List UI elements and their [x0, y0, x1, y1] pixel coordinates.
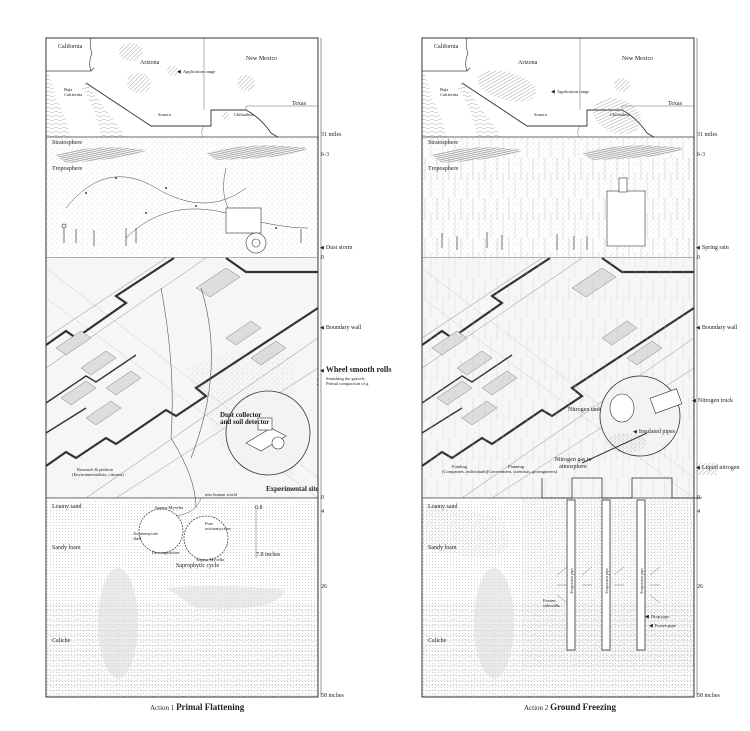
drop-pipe-label: Drop pipe [645, 614, 669, 620]
title-prefix: Action 1 [150, 704, 175, 712]
sandy-loam-label: Sandy loam [52, 545, 81, 551]
title-prefix: Action 2 [524, 704, 549, 712]
scale-mark: 26 [321, 584, 327, 590]
cycle-label: Pure actinomycetes [205, 521, 231, 531]
panel-1-title: Action 1 Primal Flattening [150, 702, 244, 712]
roller-label: Wheel smooth rolls [320, 365, 392, 376]
map-label-baja: Baja California [440, 87, 459, 97]
scale-mark: 58 inches [697, 693, 720, 699]
nitrogen-tank-label: Nitrogen tank [568, 407, 602, 413]
planning-sub-label: (Government, scientists, geoengineers) [487, 469, 558, 474]
cycle-label: Saprus Mycelia [196, 557, 225, 562]
scale-mark: 6-3 [697, 152, 705, 158]
boundary-wall-label: Boundary wall [696, 325, 738, 332]
stratosphere-label: Stratosphere [428, 140, 458, 146]
title-text: Primal Flattening [176, 702, 245, 712]
planning-label: Planning [508, 464, 525, 469]
map-label-texas: Texas [292, 101, 306, 107]
nitrogen-truck-label: Nitrogen truck [692, 398, 733, 405]
freeze-pipe-label: Freeze pipe [649, 623, 676, 629]
application-range-label: Application range [177, 69, 215, 75]
funding-sub-label: (Companies, individuals) [442, 469, 488, 474]
spring-rain-label: Spring rain [696, 245, 729, 252]
sandy-loam-label: Sandy loam [428, 545, 457, 551]
into-human-world-label: into human world [205, 492, 237, 497]
saprophytic-cycle-label: Saprophytic cycle [176, 563, 220, 569]
funding-label: Funding [452, 464, 468, 469]
evaporator-pipe-label: Evaporator pipe [639, 568, 644, 594]
scale-mark: 26 [697, 584, 703, 590]
dust-collector-label: Dust collector and soil detector [220, 411, 270, 426]
panel-2-drawing [420, 36, 717, 699]
freeze-pipes [541, 477, 702, 651]
research-sub-label: (Environmentalists, citizens) [72, 472, 124, 477]
loamy-sand-label: Loamy sand [428, 504, 458, 510]
map-label-baja: Baja California [64, 87, 83, 97]
scale-mark: 0 [697, 495, 700, 501]
nitrogen-tank-drawing [606, 177, 646, 247]
scale-mark: 58 inches [321, 693, 344, 699]
map-label-new-mexico: New Mexico [246, 56, 278, 62]
map-label-chihuahua: Chihuahua [234, 112, 254, 117]
map-label-sonora: Sonora [158, 112, 171, 117]
troposphere-label: Troposphere [52, 166, 83, 172]
cycle-label: Decomposition [152, 550, 180, 555]
map-label-texas: Texas [668, 101, 682, 107]
evaporator-pipe-label: Evaporator pipe [569, 568, 574, 594]
roller-callout: Wheel smooth rolls Smashing the gravels … [320, 365, 392, 386]
caliche-label: Caliche [52, 638, 71, 644]
roller-bullet: Smashing the gravels [326, 376, 392, 381]
stratosphere-label: Stratosphere [52, 140, 82, 146]
insulated-pipes-label: Insulated pipes [633, 429, 675, 436]
loamy-sand-label: Loamy sand [52, 504, 82, 510]
application-range-label: Application range [551, 89, 589, 95]
research-label: Research & petition [77, 467, 113, 472]
liquid-nitrogen-label: Liquid nitrogen [696, 465, 740, 472]
map-label-new-mexico: New Mexico [622, 56, 654, 62]
troposphere-label: Troposphere [428, 166, 459, 172]
evaporator-pipe-label: Evaporator pipe [604, 568, 609, 594]
roller-bullet: Primal compaction of g [326, 381, 392, 386]
panel-1-drawing [44, 36, 323, 699]
nitrogen-gas-label: Nitrogen gas to atmosphere [554, 457, 592, 470]
scale-mark: 0 [321, 255, 324, 261]
map-label-california: California [58, 44, 83, 50]
cycle-label: Saprus Mycelia [155, 505, 184, 510]
scale-mark: 4 [321, 509, 324, 515]
panel-2-title: Action 2 Ground Freezing [524, 702, 616, 712]
title-text: Ground Freezing [550, 702, 616, 712]
map-label-chihuahua: Chihuahua [610, 112, 630, 117]
frozen-sidewalls-label: Frozen sidewalls [543, 598, 560, 608]
caliche-label: Caliche [428, 638, 447, 644]
scale-mark: 0 [697, 255, 700, 261]
cycle-label: Actinomycete shell [133, 531, 159, 541]
experimental-site-label: Experimental site [266, 485, 319, 493]
map-label-arizona: Arizona [140, 60, 160, 66]
map-label-california: California [434, 44, 459, 50]
scale-mark: 4 [697, 509, 700, 515]
scale-mark: 6-3 [321, 152, 329, 158]
scale-mark: 31 miles [321, 132, 342, 138]
depth-label: 7.8 inches [256, 552, 281, 558]
roller-icon [245, 417, 287, 452]
map-label-sonora: Sonora [534, 112, 547, 117]
dust-storm-vehicle [225, 207, 267, 254]
boundary-wall-label: Boundary wall [320, 325, 362, 332]
scale-mark: 31 miles [697, 132, 718, 138]
depth-label: 0.8 [255, 505, 263, 511]
dust-storm-label: Dust storm [320, 245, 353, 252]
map-label-arizona: Arizona [518, 60, 538, 66]
scale-mark: 0 [321, 495, 324, 501]
